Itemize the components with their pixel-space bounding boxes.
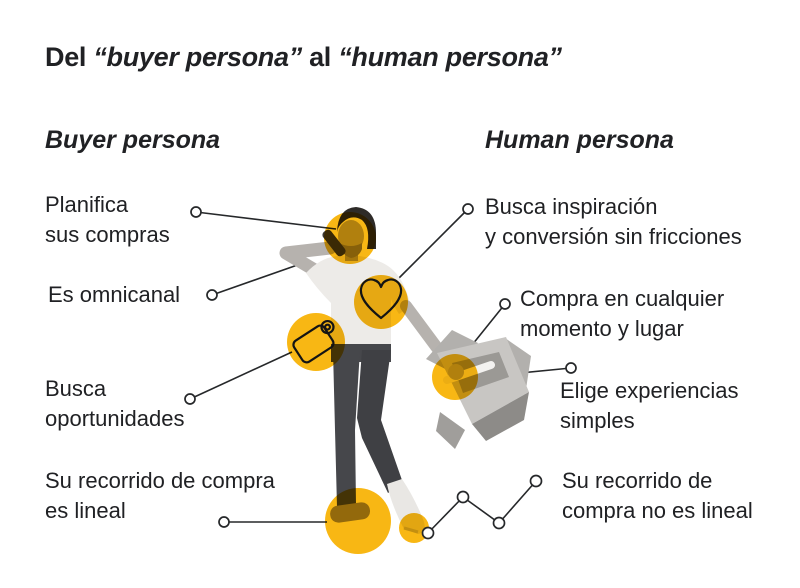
connector-lines [189,208,572,523]
label-line: Su recorrido de [562,468,713,493]
raised-arm [279,241,337,279]
label-line: Compra en cualquier [520,286,725,311]
heading-human-persona: Human persona [485,126,674,154]
label-line: es lineal [45,498,126,523]
head-circle [324,212,376,264]
nonlinear-journey-line [421,474,543,540]
label-line: sus compras [45,222,170,247]
label-line: oportunidades [45,406,185,431]
price-tag-icon [292,319,335,364]
right-label-no-lineal: Su recorrido de compra no es lineal [562,466,753,526]
connector-endpoints [184,203,577,528]
right-label-compra: Compra en cualquier momento y lugar [520,284,724,344]
connector-omnicanal [211,261,307,296]
left-label-planifica: Planifica sus compras [45,190,170,250]
jeans [331,344,403,507]
heading-buyer-persona: Buyer persona [45,126,221,154]
label-line: Es omnicanal [48,282,181,307]
label-line: y conversión sin fricciones [485,224,742,249]
label-line: Elige experiencias [560,378,739,403]
title-segment: al [309,42,332,72]
left-label-oportunidades: Busca oportunidades [45,374,184,434]
right-label-inspiracion: Busca inspiración y conversión sin fricc… [485,192,742,252]
right-label-experiencias: Elige experiencias simples [560,376,739,436]
title-segment: Del [45,42,87,72]
connector-inspiracion [396,208,469,281]
heart-circle [354,275,408,329]
page-title: Del “buyer persona” al “human persona” [45,42,562,73]
title-segment-quoted: “buyer persona” [93,42,302,72]
title-segment-quoted: “human persona” [338,42,562,72]
connector-planifica [195,211,337,230]
foot-circle-small [399,513,429,543]
price-tag-circle [287,313,345,371]
left-label-omnicanal: Es omnicanal [48,280,180,310]
basket-circle [432,354,478,400]
connector-oportunidades [189,351,293,400]
label-line: simples [560,408,635,433]
label-line: Planifica [45,192,129,217]
label-line: compra no es lineal [562,498,753,523]
left-label-lineal: Su recorrido de compra es lineal [45,466,275,526]
feet-circle [325,488,391,554]
label-line: Busca [45,376,107,401]
label-line: Su recorrido de compra [45,468,275,493]
label-line: Busca inspiración [485,194,658,219]
person-photo [279,207,531,534]
heart-icon [359,278,403,320]
label-line: momento y lugar [520,316,684,341]
